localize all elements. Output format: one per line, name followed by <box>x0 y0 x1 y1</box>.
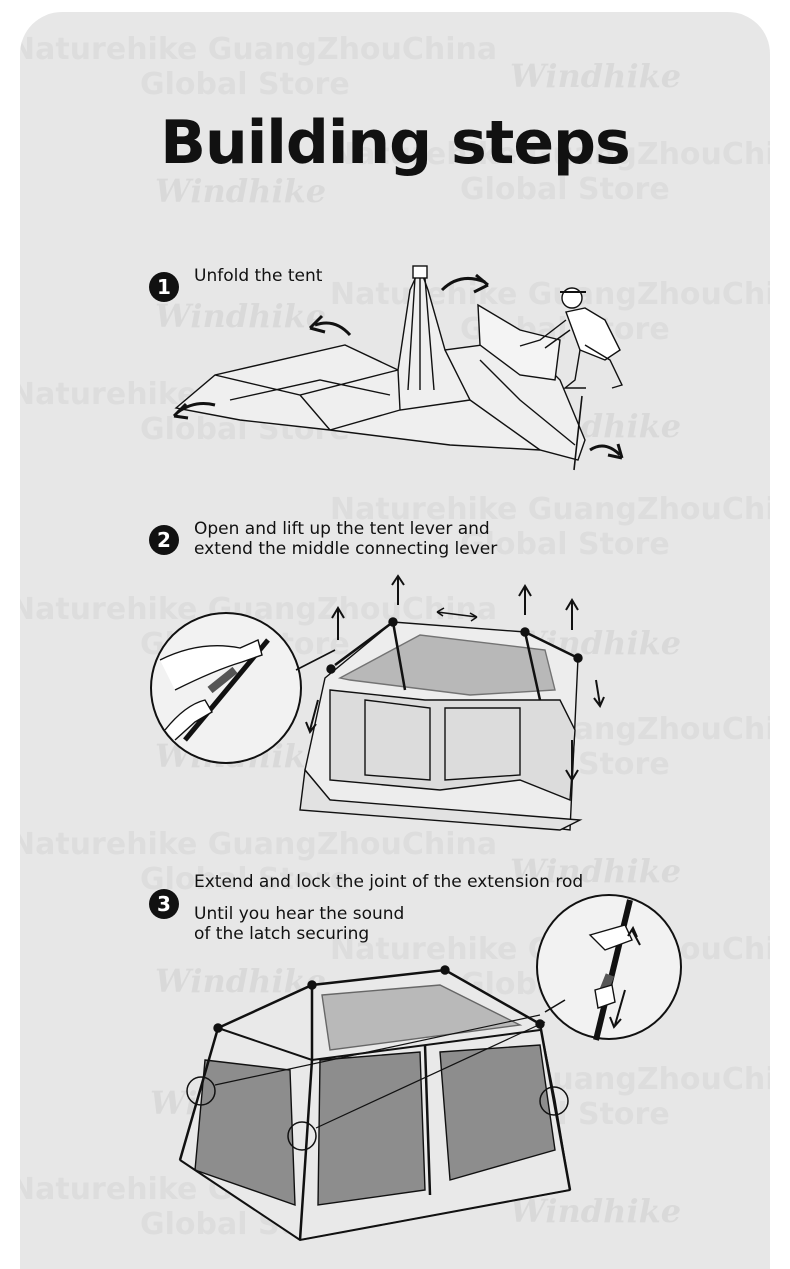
step-3-illustration <box>0 0 790 1269</box>
